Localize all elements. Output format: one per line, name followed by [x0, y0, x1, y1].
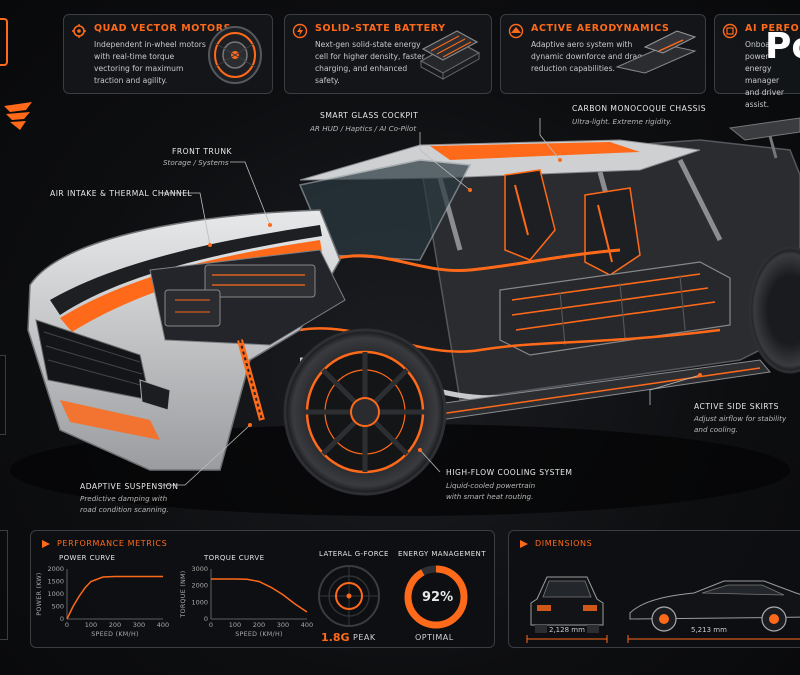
length-dimension-label: 5,213 mm [691, 626, 727, 634]
feature-card-ai: AI PERFORMA Onboa power energy manager a… [714, 14, 800, 109]
y-tick-label: 1500 [47, 578, 64, 586]
lateral-g-force-title: LATERAL G-FORCE [319, 550, 389, 558]
x-tick-label: 100 [229, 621, 241, 629]
torque-curve-title: TORQUE CURVE [204, 554, 265, 562]
y-tick-label: 0 [204, 615, 208, 623]
callout-chassis-sub: Ultra-light. Extreme rigidity. [572, 117, 673, 126]
series-line [66, 575, 163, 620]
wing-logo-icon [4, 102, 32, 130]
left-edge-frame [0, 18, 8, 66]
car-front-view-drawing [526, 576, 608, 643]
y-tick-label: 1000 [47, 590, 64, 598]
ai-icon [722, 23, 738, 39]
callout-cooling-title: HIGH-FLOW COOLING SYSTEM [446, 468, 573, 477]
feature-description: Adaptive aero system with dynamic downfo… [531, 40, 643, 73]
y-tick-label: 1000 [191, 598, 208, 606]
feature-title: AI PERFORMA [745, 23, 800, 34]
x-tick-label: 300 [277, 621, 289, 629]
motor-illustration [208, 26, 262, 84]
feature-title: SOLID-STATE BATTERY [315, 23, 446, 34]
play-icon [42, 540, 50, 548]
callout-suspension-title: ADAPTIVE SUSPENSION [80, 482, 179, 491]
width-dimension-label: 2,128 mm [549, 626, 585, 634]
y-tick-label: 500 [52, 603, 64, 611]
left-side-panel-edge [0, 355, 6, 435]
feature-card-aero: ACTIVE AERODYNAMICS Adaptive aero system… [500, 14, 706, 94]
series-line [211, 578, 308, 613]
x-tick-label: 300 [133, 621, 145, 629]
feature-card-battery: SOLID-STATE BATTERY Next-gen solid-state… [284, 14, 492, 94]
aero-icon [508, 23, 524, 39]
callout-front-trunk-title: FRONT TRUNK [172, 147, 232, 156]
callout-air-intake-title: AIR INTAKE & THERMAL CHANNEL [50, 189, 193, 198]
feature-description: Next-gen solid-state energy cell for hig… [315, 40, 425, 85]
feature-description: Onboa power energy manager and driver as… [745, 40, 785, 109]
feature-title: QUAD VECTOR MOTORS [94, 23, 232, 34]
callout-suspension-sub-1: Predictive damping with [80, 494, 168, 503]
performance-metrics-title: PERFORMANCE METRICS [57, 539, 168, 548]
callout-smart-glass-sub: AR HUD / Haptics / AI Co-Pilot [310, 124, 417, 133]
overlay-text: Po [765, 26, 800, 67]
energy-ring-gauge [404, 565, 468, 629]
dimensions-panel: DIMENSIONS 2,128 mm 5,213 mm [508, 530, 800, 648]
x-tick-label: 400 [301, 621, 313, 629]
x-tick-label: 400 [157, 621, 169, 629]
energy-management-title: ENERGY MANAGEMENT [398, 550, 486, 558]
g-force-label: PEAK [353, 633, 376, 642]
callout-front-trunk-sub: Storage / Systems [163, 158, 229, 167]
y-axis-label: TORQUE (NM) [180, 570, 187, 618]
x-tick-label: 200 [253, 621, 265, 629]
x-tick-label: 0 [65, 621, 69, 629]
energy-ring-fill [404, 565, 468, 629]
g-force-value: 1.8G [321, 631, 350, 644]
dimensions-title: DIMENSIONS [535, 539, 593, 548]
callout-chassis-title: CARBON MONOCOQUE CHASSIS [572, 104, 707, 113]
callout-cooling-sub-2: with smart heat routing. [446, 492, 534, 501]
battery-illustration [419, 30, 481, 80]
energy-label: OPTIMAL [415, 633, 454, 642]
y-tick-label: 2000 [47, 565, 64, 573]
energy-value: 92% [422, 590, 454, 605]
y-tick-label: 3000 [191, 565, 208, 573]
callout-suspension-sub-2: road condition scanning. [80, 505, 169, 514]
spoiler-illustration [615, 30, 697, 74]
callout-cooling-sub-1: Liquid-cooled powertrain [446, 481, 536, 490]
feature-title: ACTIVE AERODYNAMICS [531, 23, 670, 34]
callout-smart-glass-title: SMART GLASS COCKPIT [320, 111, 419, 120]
g-force-gauge [318, 565, 380, 627]
x-axis-label: SPEED (KM/H) [235, 631, 283, 638]
feature-card-motors: QUAD VECTOR MOTORS Independent in-wheel … [63, 14, 273, 94]
callout-side-skirts-sub-1: Adjust airflow for stability [694, 414, 787, 423]
power-curve-title: POWER CURVE [59, 554, 116, 562]
play-icon [520, 540, 528, 548]
y-tick-label: 2000 [191, 582, 208, 590]
x-tick-label: 200 [109, 621, 121, 629]
left-bottom-panel-edge [0, 530, 8, 640]
y-axis-label: POWER (KW) [36, 572, 43, 615]
x-axis-label: SPEED (KM/H) [91, 631, 139, 638]
car-side-view-drawing [627, 580, 800, 643]
x-tick-label: 100 [85, 621, 97, 629]
feature-description: Independent in-wheel motors with real-ti… [94, 40, 206, 85]
callout-side-skirts-title: ACTIVE SIDE SKIRTS [694, 402, 779, 411]
x-tick-label: 0 [209, 621, 213, 629]
callout-side-skirts-sub-2: and cooling. [694, 425, 738, 434]
motor-icon [72, 24, 86, 38]
y-tick-label: 0 [60, 615, 64, 623]
battery-icon [292, 23, 308, 39]
